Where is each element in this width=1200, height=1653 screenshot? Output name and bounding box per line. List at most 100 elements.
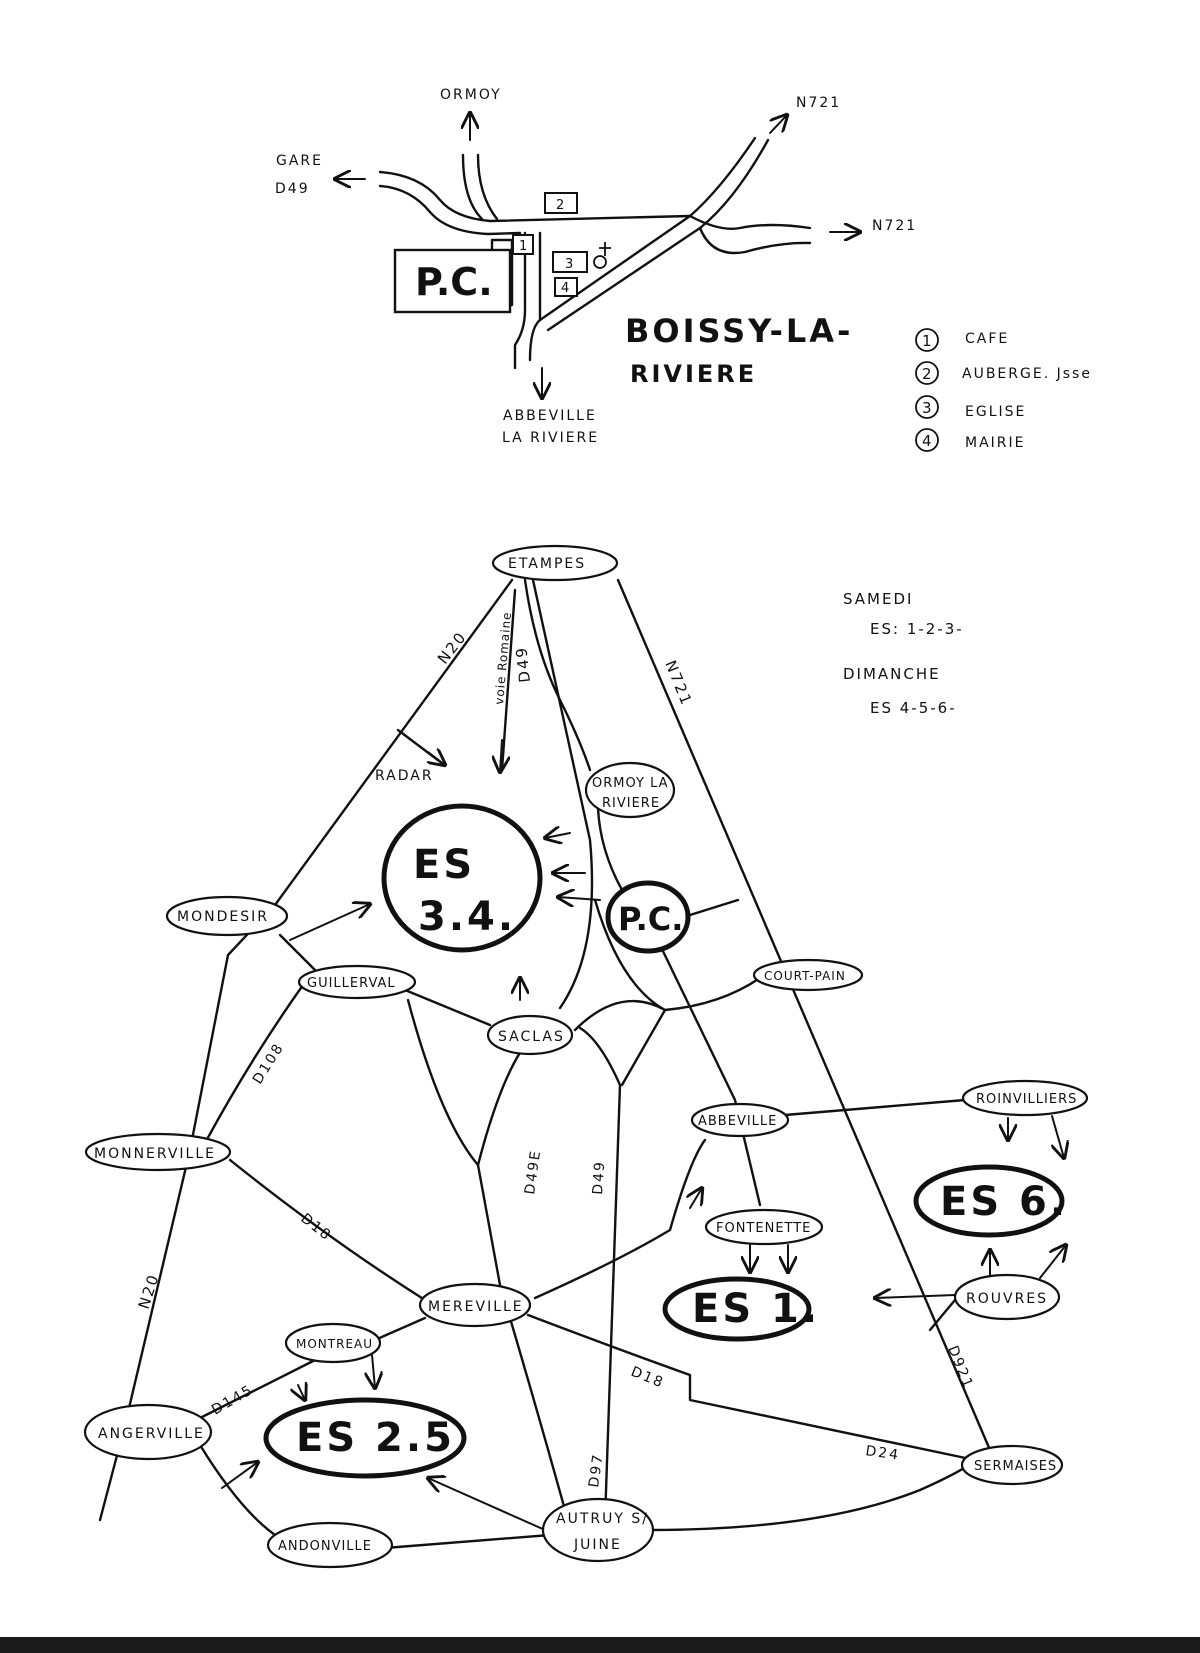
stage-schedule: SAMEDI ES: 1-2-3- DIMANCHE ES 4-5-6- xyxy=(843,590,964,717)
place-label: COURT-PAIN xyxy=(764,969,846,983)
dir-label-ormoy: ORMOY xyxy=(440,87,502,103)
place-label: ETAMPES xyxy=(508,556,586,572)
arrow-montreau-es25-2 xyxy=(298,1385,305,1400)
road-d49-ormoy xyxy=(523,578,592,772)
road-label-n20-top: N20 xyxy=(434,628,471,668)
road-d18-west xyxy=(228,1158,427,1302)
arrow-n721-top xyxy=(769,115,787,134)
arrow-roinvilliers-es6-2 xyxy=(1052,1115,1064,1158)
building-1-label: 1 xyxy=(519,239,527,254)
place-montreau: MONTREAU xyxy=(284,1322,382,1364)
place-label: FONTENETTE xyxy=(716,1221,811,1236)
building-3-label: 3 xyxy=(565,257,573,272)
place-label: SERMAISES xyxy=(974,1459,1057,1474)
dir-label-abbeville: ABBEVILLE xyxy=(503,408,597,424)
places: ETAMPES ORMOY LA RIVIERE MONDESIR GUILLE… xyxy=(83,544,1089,1569)
road-mereville-montreau xyxy=(373,1316,427,1342)
road-label-n20-bottom: N20 xyxy=(135,1271,163,1311)
legend-num: 4 xyxy=(922,432,932,450)
road-d145 xyxy=(198,1353,327,1420)
arrow-radar xyxy=(428,752,445,765)
road-saclas-junction xyxy=(578,1026,622,1087)
place-autruy-sur-juine: AUTRUY S/ JUINE xyxy=(541,1497,655,1563)
legend-label: CAFE xyxy=(965,331,1009,347)
place-andonville: ANDONVILLE xyxy=(266,1521,394,1569)
road-ormoy-pc xyxy=(596,806,624,892)
arrow-rouvres-es1 xyxy=(875,1295,956,1298)
place-roinvilliers: ROINVILLIERS xyxy=(961,1079,1089,1117)
road-autruy-sermaises xyxy=(648,1458,977,1532)
road-d49e xyxy=(476,1163,502,1287)
inset-road-diagonal-inner xyxy=(546,226,702,332)
village-inset-map: ORMOY GARE D49 N721 N721 ABBEVILLE LA RI… xyxy=(275,87,915,446)
schedule-day2-stages: ES 4-5-6- xyxy=(870,699,957,717)
road-abbeville-roinvilliers xyxy=(783,1098,967,1117)
inset-road-south-left xyxy=(513,231,527,370)
place-label: ROUVRES xyxy=(966,1291,1048,1307)
inset-legend: 1 CAFE 2 AUBERGE. Jsse 3 EGLISE 4 MAIRIE xyxy=(915,328,1092,452)
legend-num: 2 xyxy=(922,365,932,383)
stage-es25: ES 2.5 xyxy=(263,1397,467,1479)
stage-label: P.C. xyxy=(618,900,683,938)
legend-num: 1 xyxy=(922,332,932,350)
dir-label-n721-top: N721 xyxy=(796,95,841,111)
arrow-angerville-es25 xyxy=(221,1462,258,1489)
road-andonville-autruy xyxy=(383,1533,552,1550)
arrow-rouvres-es6-2 xyxy=(1039,1245,1066,1279)
legend-label: MAIRIE xyxy=(965,435,1026,451)
scan-border-bottom xyxy=(0,1637,1200,1653)
road-network xyxy=(98,578,992,1550)
place-label: AUTRUY S/ xyxy=(556,1511,649,1527)
place-label: MONNERVILLE xyxy=(94,1146,216,1162)
road-n721 xyxy=(616,578,992,1452)
legend-label: EGLISE xyxy=(965,404,1026,420)
place-label: MONTREAU xyxy=(296,1337,373,1351)
road-label-d18-right: D18 xyxy=(629,1364,667,1392)
place-fontenette: FONTENETTE xyxy=(704,1208,824,1246)
place-angerville: ANGERVILLE xyxy=(83,1403,213,1461)
inset-road-n721-top-right xyxy=(698,138,770,230)
inset-pc-label: P.C. xyxy=(415,260,493,304)
schedule-day1: SAMEDI xyxy=(843,590,913,608)
stage-es1: ES 1. xyxy=(662,1276,817,1342)
schedule-day1-stages: ES: 1-2-3- xyxy=(870,620,964,638)
road-etampes-saclas xyxy=(531,578,594,1010)
stage-es6: ES 6. xyxy=(913,1164,1065,1238)
place-label: SACLAS xyxy=(498,1029,565,1045)
town-name-line1: BOISSY-LA- xyxy=(625,312,853,350)
inset-road-n721-top-left xyxy=(688,136,757,218)
arrow-to-es34 xyxy=(500,739,502,772)
stage-es34: ES 3.4. xyxy=(381,803,543,953)
place-mereville: MEREVILLE xyxy=(418,1282,532,1328)
place-court-pain: COURT-PAIN xyxy=(752,958,864,992)
place-sermaises: SERMAISES xyxy=(960,1444,1064,1486)
arrow-montreau-es25-1 xyxy=(372,1354,375,1388)
place-label: ABBEVILLE xyxy=(698,1114,777,1129)
legend-item-cafe: 1 CAFE xyxy=(915,328,1009,352)
road-d108 xyxy=(203,983,305,1145)
legend-label: AUBERGE. Jsse xyxy=(962,366,1092,382)
place-label: MONDESIR xyxy=(177,909,269,925)
building-4 xyxy=(554,277,578,297)
dir-label-gare: GARE xyxy=(276,153,323,169)
road-guillerval-saclas xyxy=(403,988,492,1027)
dir-label-d49: D49 xyxy=(275,181,310,197)
road-label-n721: N721 xyxy=(661,658,696,709)
building-2-label: 2 xyxy=(556,198,564,213)
inset-road-ormoy-right xyxy=(476,153,499,221)
schedule-day2: DIMANCHE xyxy=(843,665,941,683)
arrow-autruy-es25 xyxy=(428,1478,546,1531)
dir-label-la-riviere: LA RIVIERE xyxy=(502,430,599,446)
place-label: ROINVILLIERS xyxy=(976,1092,1077,1107)
place-saclas: SACLAS xyxy=(486,1014,574,1056)
place-label: ANGERVILLE xyxy=(98,1426,205,1442)
road-n20 xyxy=(98,578,514,1522)
road-pc-east xyxy=(688,898,740,917)
church-cross-icon xyxy=(593,242,611,269)
place-abbeville: ABBEVILLE xyxy=(690,1102,790,1138)
road-label-radar: RADAR xyxy=(375,768,434,784)
road-mereville-autruy xyxy=(508,1316,567,1512)
place-monnerville: MONNERVILLE xyxy=(84,1132,232,1172)
place-label: ANDONVILLE xyxy=(278,1539,372,1554)
